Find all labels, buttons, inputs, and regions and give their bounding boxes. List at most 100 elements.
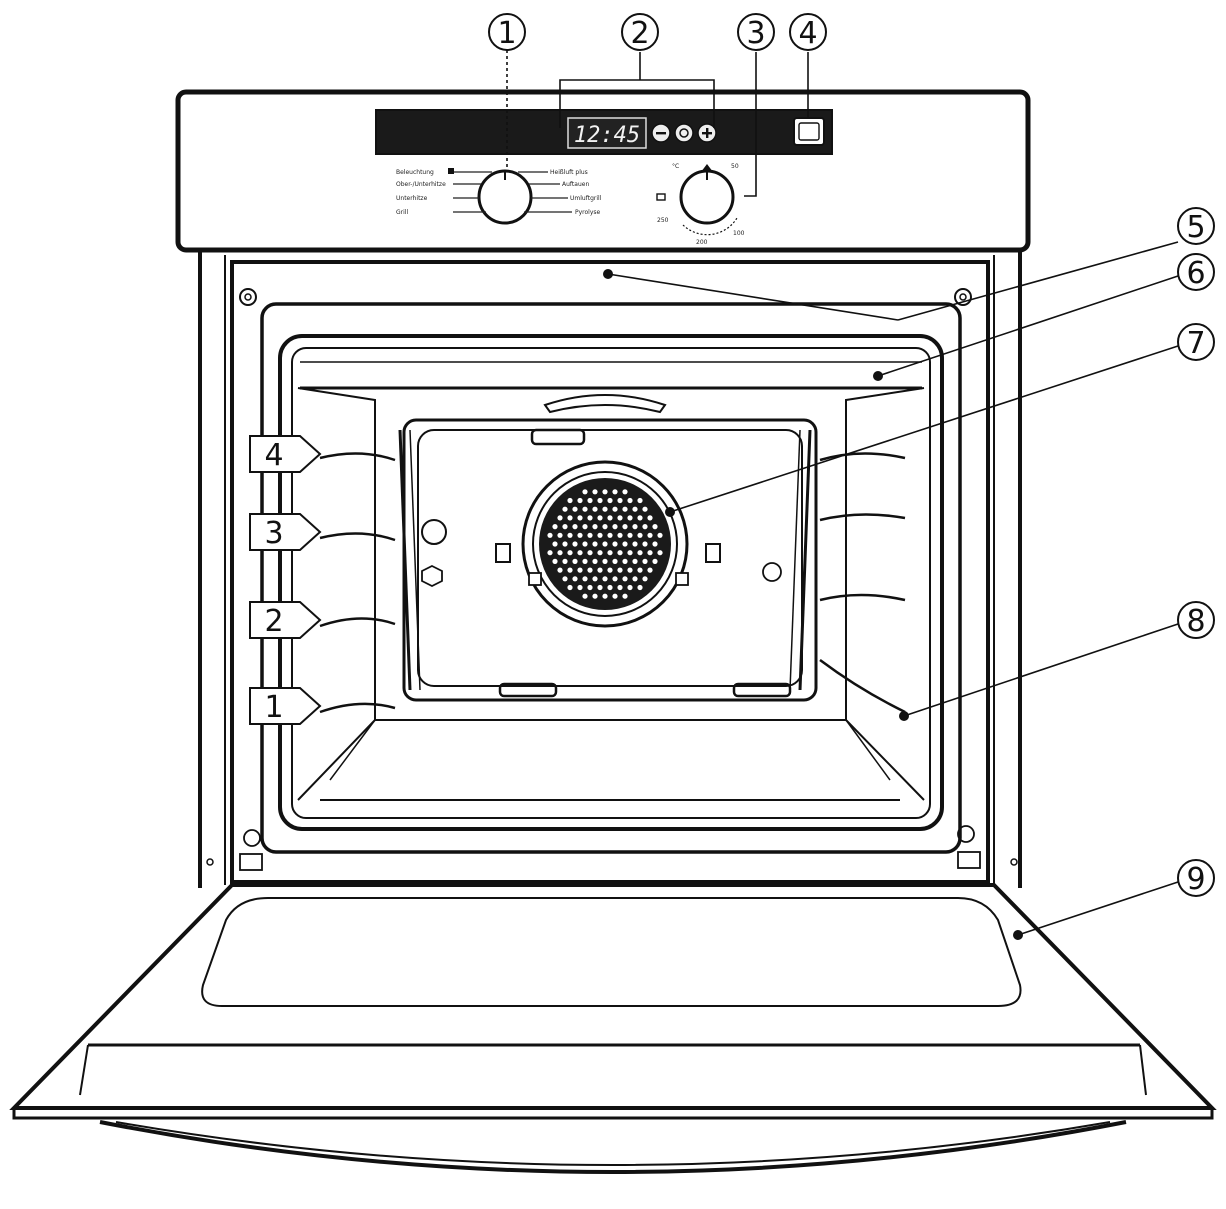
cavity-opening: [260, 302, 962, 854]
fan-grille-hole: [602, 524, 608, 530]
function-selector-knob[interactable]: [477, 169, 533, 225]
callout-9: 9: [1177, 859, 1215, 897]
svg-text:6: 6: [1186, 256, 1205, 291]
shelf-level-2: 2: [249, 601, 322, 639]
fan-grille-hole: [562, 506, 568, 512]
side-rails-right: [789, 429, 906, 714]
fan-grille-hole: [547, 550, 553, 556]
fan-grille-hole: [597, 515, 603, 521]
fan-grille-hole: [607, 532, 613, 538]
fan-grille-hole: [552, 524, 558, 530]
callout-1: 1: [488, 13, 526, 51]
fan-grille-hole: [592, 576, 598, 582]
shelf-level-label: 4: [264, 438, 283, 473]
fan-grille-hole: [562, 524, 568, 530]
fan-grille-hole: [602, 506, 608, 512]
fan-grille-hole: [607, 567, 613, 573]
convection-fan: [521, 460, 689, 628]
fan-grille-hole: [607, 584, 613, 591]
fan-grille-hole: [597, 497, 603, 504]
mode-label: Auftauen: [562, 181, 589, 188]
fan-grille-hole: [627, 515, 633, 521]
fan-grille-hole: [617, 550, 623, 556]
fan-grille-hole: [637, 550, 643, 556]
fan-grille-hole: [592, 489, 598, 495]
fan-grille-hole: [587, 532, 593, 538]
fan-grille-hole: [587, 567, 593, 573]
fan-grille-hole: [637, 567, 643, 573]
fan-grille-hole: [657, 550, 663, 556]
fan-grille-hole: [582, 489, 588, 495]
fan-grille-hole: [612, 541, 618, 547]
clock-display: [567, 117, 647, 149]
fan-grille-hole: [592, 541, 598, 547]
fan-grille-hole: [587, 515, 593, 521]
fan-grille-hole: [572, 541, 578, 547]
control-panel: 12:45 Beleuchtung Ober-/Unterhitze: [175, 89, 1031, 253]
svg-text:7: 7: [1186, 326, 1205, 361]
fan-grille-hole: [622, 524, 628, 530]
fan-grille-hole: [612, 489, 618, 495]
callout-4: 4: [789, 13, 827, 51]
shelf-level-label: 2: [264, 604, 283, 639]
fan-grille-hole: [552, 541, 558, 547]
svg-text:1: 1: [497, 16, 516, 51]
fan-grille-hole: [652, 524, 658, 530]
fan-grille-hole: [592, 593, 598, 599]
temp-label: 50: [731, 163, 739, 170]
temp-label: 100: [733, 230, 745, 237]
callout-3: 3: [737, 13, 775, 51]
cavity-seal: [278, 334, 944, 831]
callout-8: 8: [1177, 601, 1215, 639]
fan-grille-hole: [622, 489, 628, 495]
fan-grille-hole: [652, 558, 658, 565]
mode-label: Ober-/Unterhitze: [396, 181, 446, 188]
fan-grille-hole: [612, 576, 618, 582]
fan-grille-hole: [622, 558, 628, 565]
fan-grille-hole: [582, 524, 588, 530]
svg-text:9: 9: [1186, 862, 1205, 897]
fan-grille-hole: [632, 524, 638, 530]
fan-grille-hole: [632, 558, 638, 565]
fan-grille-hole: [617, 567, 623, 573]
fan-grille-hole: [572, 558, 578, 565]
mode-label: Umluftgrill: [570, 195, 602, 202]
fan-grille-hole: [602, 541, 608, 547]
fan-grille-hole: [627, 567, 633, 573]
power-button[interactable]: [793, 117, 825, 146]
shelf-level-1: 1: [249, 687, 322, 725]
fan-grille-hole: [612, 524, 618, 530]
fan-grille-hole: [642, 576, 648, 582]
callout-leaders: [506, 50, 1179, 936]
temperature-knob[interactable]: [679, 164, 735, 225]
fan-grille-hole: [582, 576, 588, 582]
fan-grille-hole: [657, 532, 663, 538]
fan-grille-hole: [577, 550, 583, 556]
fan-grille-hole: [617, 532, 623, 538]
fan-grille-hole: [567, 567, 573, 573]
fan-grille-hole: [612, 593, 618, 599]
svg-text:2: 2: [630, 16, 649, 51]
shelf-level-3: 3: [249, 513, 322, 551]
fan-grille-hole: [622, 576, 628, 582]
fan-grille-hole: [567, 515, 573, 521]
callout-5: 5: [1177, 207, 1215, 245]
mode-lines-right: [518, 171, 572, 213]
fan-grille-hole: [557, 550, 563, 556]
fan-grille-hole: [627, 497, 633, 504]
fan-grille-hole: [592, 506, 598, 512]
fan-grille-hole: [597, 584, 603, 591]
fan-grille-hole: [572, 506, 578, 512]
fan-grille-hole: [582, 558, 588, 565]
fan-grille-hole: [642, 541, 648, 547]
fan-grille-hole: [577, 584, 583, 591]
fan-grille-hole: [637, 515, 643, 521]
callout-badges: 1 2 3 4 5 6 7 8 9: [488, 13, 1215, 897]
clock-button[interactable]: [674, 123, 694, 143]
svg-text:3: 3: [746, 16, 765, 51]
callout-6: 6: [1177, 253, 1215, 291]
fan-grille-hole: [587, 497, 593, 504]
shelf-level-label: 3: [264, 516, 283, 551]
fan-grille-hole: [577, 497, 583, 504]
